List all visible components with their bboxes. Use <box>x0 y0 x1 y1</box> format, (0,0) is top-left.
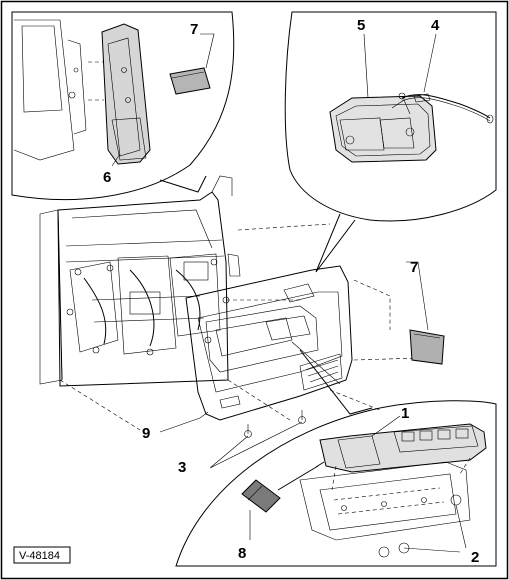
callout-5: 5 <box>357 17 365 34</box>
detail-bubble-top-right <box>284 11 497 273</box>
cover-plate-right <box>406 261 445 365</box>
callout-2: 2 <box>471 549 479 566</box>
reference-code: V-48184 <box>19 550 60 562</box>
callout-7-right: 7 <box>410 259 418 276</box>
reference-box <box>13 546 71 564</box>
callout-6: 6 <box>103 169 111 186</box>
door-trim-panel <box>185 265 353 438</box>
callout-9: 9 <box>142 425 150 442</box>
callout-1: 1 <box>401 405 409 422</box>
callout-3: 3 <box>178 459 186 476</box>
leader-9 <box>159 411 209 433</box>
callout-7-top: 7 <box>190 21 198 38</box>
callout-4: 4 <box>431 17 440 34</box>
guide-lines <box>59 223 421 431</box>
leader-3 <box>209 421 303 469</box>
callout-8: 8 <box>238 545 246 562</box>
detail-bubble-top-left <box>11 11 235 201</box>
detail-bubble-bottom-right <box>175 349 497 567</box>
door-frame <box>39 175 241 387</box>
